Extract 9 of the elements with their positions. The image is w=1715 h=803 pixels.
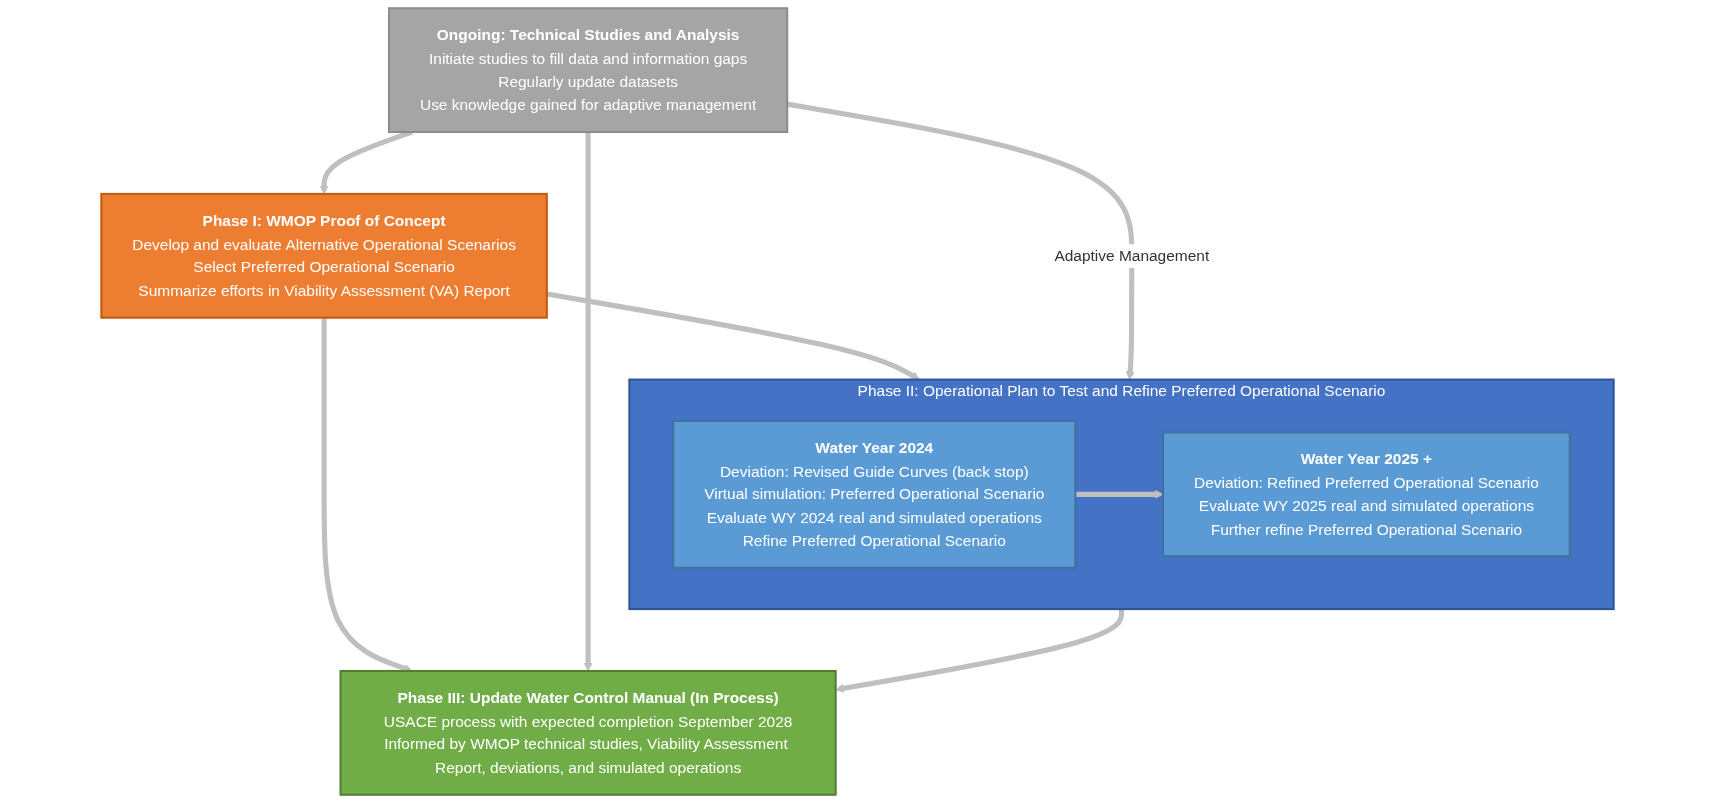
- arrow: [835, 609, 1125, 693]
- node-box: Ongoing: Technical Studies and Analysis Initiate studies to fill data and information gaps Regularly update datasets Use knowledge gained for adaptive management: [388, 7, 789, 134]
- node-box: Phase I: WMOP Proof of Concept Develop and evaluate Alternative Operational Scenarios Select Preferred Operational Scenario Summarize efforts in Viability Assessment (VA) Report: [100, 192, 548, 319]
- arrow: [546, 291, 920, 380]
- edge-label: Adaptive Management: [1054, 246, 1210, 264]
- node-box: Water Year 2024 Deviation: Revised Guide Curves (back stop) Virtual simulation: Preferred Operational Scenario Evaluate WY 2024 real and simulated operations Refine Preferred Operational Scenario: [672, 419, 1077, 569]
- node-box: Phase III: Update Water Control Manual (In Process) USACE process with expected completion September 2028 Informed by WMOP technical studies, Viability Assessment Report, deviations, and simulated operations: [339, 669, 837, 796]
- node-box: Water Year 2025 + Deviation: Refined Preferred Operational Scenario Evaluate WY 2025 real and simulated operations Further refine Preferred Operational Scenario: [1162, 431, 1571, 558]
- arrow: [1075, 489, 1164, 499]
